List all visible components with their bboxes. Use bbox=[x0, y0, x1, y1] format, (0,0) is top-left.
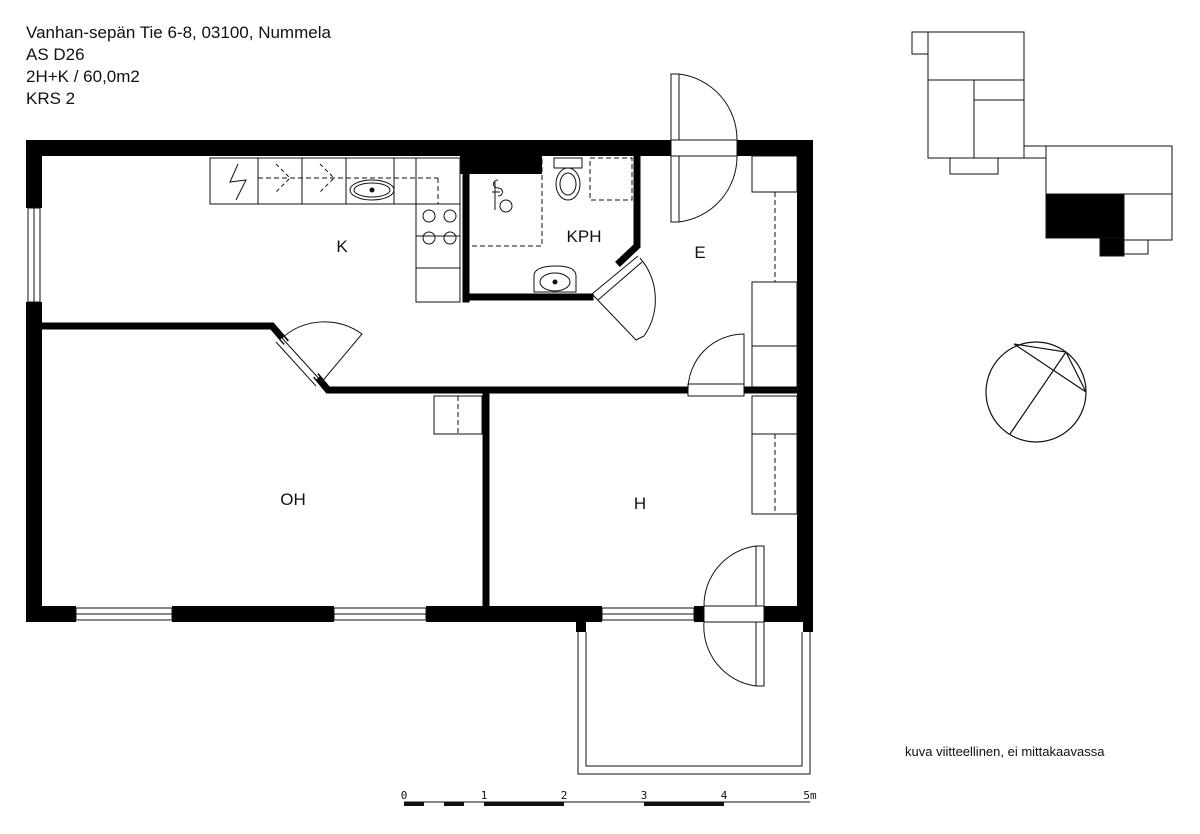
scale-bar: 0 1 2 3 4 5m bbox=[401, 789, 817, 806]
scale-label-0: 0 bbox=[401, 789, 408, 802]
interior-walls bbox=[38, 152, 801, 610]
header: Vanhan-sepän Tie 6-8, 03100, Nummela AS … bbox=[26, 22, 331, 110]
room-label-kitchen: K bbox=[336, 237, 348, 256]
disclaimer-note: kuva viitteellinen, ei mittakaavassa bbox=[905, 744, 1105, 759]
site-plan bbox=[911, 31, 1173, 257]
unit-text: AS D26 bbox=[26, 45, 85, 64]
outer-walls bbox=[26, 140, 813, 632]
scale-label-2: 2 bbox=[561, 789, 568, 802]
shaft bbox=[460, 156, 542, 174]
north-arrow-icon bbox=[985, 341, 1087, 443]
address-text: Vanhan-sepän Tie 6-8, 03100, Nummela bbox=[26, 23, 331, 42]
balcony bbox=[577, 632, 811, 775]
wardrobes bbox=[433, 155, 798, 515]
scale-label-5: 5m bbox=[803, 789, 817, 802]
kitchen-counter bbox=[209, 157, 461, 303]
windows bbox=[27, 207, 695, 621]
bathroom-fixtures bbox=[472, 157, 633, 293]
room-label-hall: E bbox=[694, 243, 705, 262]
room-label-bathroom: KPH bbox=[567, 227, 602, 246]
doors bbox=[275, 73, 765, 687]
room-label-bedroom: H bbox=[634, 494, 646, 513]
floor-text: KRS 2 bbox=[26, 89, 76, 108]
scale-label-4: 4 bbox=[721, 789, 728, 802]
scale-label-3: 3 bbox=[641, 789, 648, 802]
room-label-living: OH bbox=[280, 490, 306, 509]
scale-label-1: 1 bbox=[481, 789, 488, 802]
layout-text: 2H+K / 60,0m2 bbox=[26, 67, 140, 86]
